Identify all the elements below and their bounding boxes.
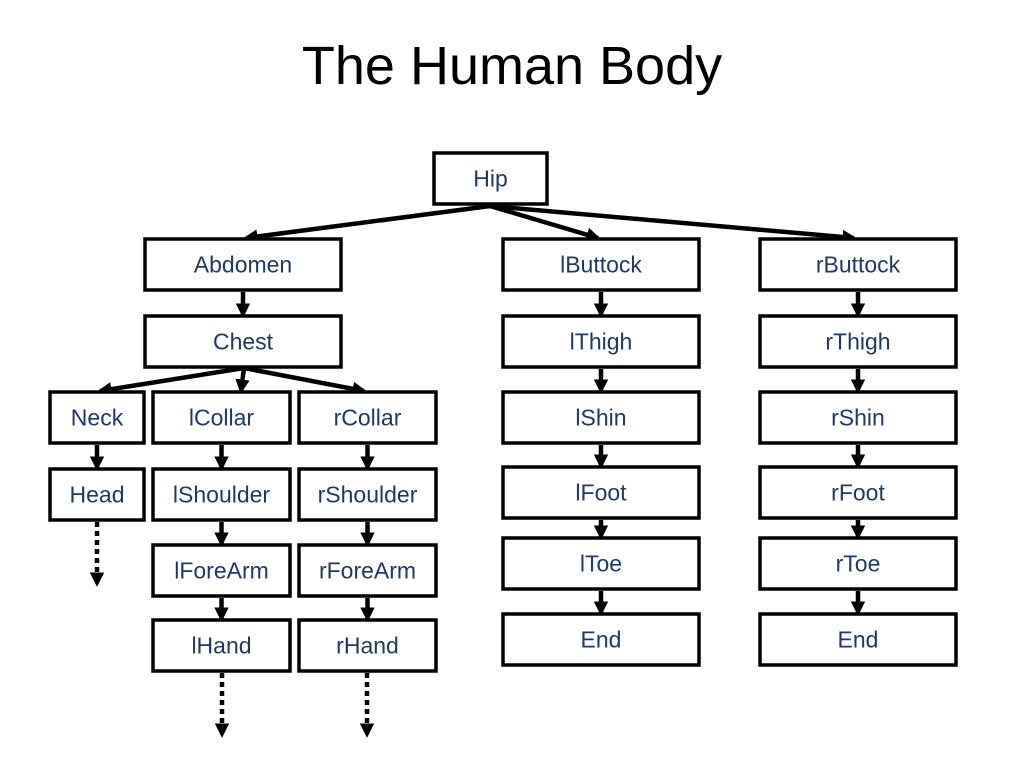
node-label-rshin: rShin — [831, 405, 885, 431]
node-lshoulder: lShoulder — [151, 467, 292, 522]
node-box-rforearm — [297, 543, 438, 598]
edge-hip-to-abdomen — [243, 203, 491, 244]
node-lshin: lShin — [501, 390, 701, 445]
node-box-rbuttock — [758, 237, 958, 292]
node-label-lend: End — [581, 627, 622, 653]
node-hip: Hip — [432, 151, 549, 206]
node-box-rshoulder — [297, 467, 438, 522]
node-box-lforearm — [151, 543, 292, 598]
node-label-rend: End — [838, 627, 879, 653]
node-neck: Neck — [48, 390, 146, 445]
node-label-head: Head — [70, 482, 125, 508]
node-rfoot: rFoot — [758, 465, 958, 520]
node-rbuttock: rButtock — [758, 237, 958, 292]
node-box-neck — [48, 390, 146, 445]
node-box-lhand — [151, 618, 292, 673]
node-box-rthigh — [758, 314, 958, 369]
node-label-lbuttock: lButtock — [560, 252, 642, 278]
node-lthigh: lThigh — [501, 314, 701, 369]
node-label-rtoe: rToe — [836, 551, 881, 577]
edge-hip-to-rbuttock — [489, 203, 857, 245]
node-box-rshin — [758, 390, 958, 445]
node-rend: End — [758, 612, 958, 667]
node-box-rhand — [297, 618, 438, 673]
node-lhand: lHand — [151, 618, 292, 673]
node-label-lshoulder: lShoulder — [173, 482, 271, 508]
node-abdomen: Abdomen — [143, 237, 343, 292]
edge-chest-to-neck — [97, 365, 245, 397]
node-label-lshin: lShin — [575, 405, 626, 431]
node-box-lbuttock — [501, 237, 701, 292]
node-box-chest — [143, 314, 343, 369]
node-label-lhand: lHand — [191, 633, 251, 659]
node-label-rfoot: rFoot — [831, 480, 885, 506]
node-box-abdomen — [143, 237, 343, 292]
node-box-lshoulder — [151, 467, 292, 522]
node-label-rhand: rHand — [336, 633, 399, 659]
node-box-rfoot — [758, 465, 958, 520]
node-rthigh: rThigh — [758, 314, 958, 369]
node-box-ltoe — [501, 536, 701, 591]
node-label-chest: Chest — [213, 329, 274, 355]
node-box-hip — [432, 151, 549, 206]
node-head: Head — [48, 467, 146, 522]
node-ltoe: lToe — [501, 536, 701, 591]
edge-chest-to-lcollar — [235, 367, 250, 394]
node-box-rend — [758, 612, 958, 667]
node-label-rshoulder: rShoulder — [318, 482, 418, 508]
edge-hip-to-lbuttock — [489, 203, 601, 242]
node-rshin: rShin — [758, 390, 958, 445]
node-label-rforearm: rForeArm — [319, 558, 416, 584]
page-title: The Human Body — [301, 36, 723, 96]
node-rshoulder: rShoulder — [297, 467, 438, 522]
node-box-head — [48, 467, 146, 522]
node-lbuttock: lButtock — [501, 237, 701, 292]
node-chest: Chest — [143, 314, 343, 369]
node-lfoot: lFoot — [501, 465, 701, 520]
node-lcollar: lCollar — [151, 390, 292, 445]
node-label-lcollar: lCollar — [189, 405, 255, 431]
node-label-hip: Hip — [473, 166, 508, 192]
node-label-lforearm: lForeArm — [174, 558, 269, 584]
node-rcollar: rCollar — [297, 390, 438, 445]
node-label-rthigh: rThigh — [825, 329, 890, 355]
node-label-rcollar: rCollar — [334, 405, 402, 431]
node-box-rcollar — [297, 390, 438, 445]
node-label-neck: Neck — [71, 405, 124, 431]
node-lforearm: lForeArm — [151, 543, 292, 598]
node-label-rbuttock: rButtock — [816, 252, 901, 278]
node-label-ltoe: lToe — [580, 551, 622, 577]
node-box-lend — [501, 612, 701, 667]
node-box-lthigh — [501, 314, 701, 369]
node-rtoe: rToe — [758, 536, 958, 591]
edge-chest-to-rcollar — [243, 365, 367, 396]
node-box-lcollar — [151, 390, 292, 445]
node-box-lshin — [501, 390, 701, 445]
node-box-lfoot — [501, 465, 701, 520]
node-rforearm: rForeArm — [297, 543, 438, 598]
node-box-rtoe — [758, 536, 958, 591]
node-rhand: rHand — [297, 618, 438, 673]
node-label-abdomen: Abdomen — [194, 252, 292, 278]
node-label-lthigh: lThigh — [570, 329, 633, 355]
node-label-lfoot: lFoot — [575, 480, 627, 506]
node-lend: End — [501, 612, 701, 667]
